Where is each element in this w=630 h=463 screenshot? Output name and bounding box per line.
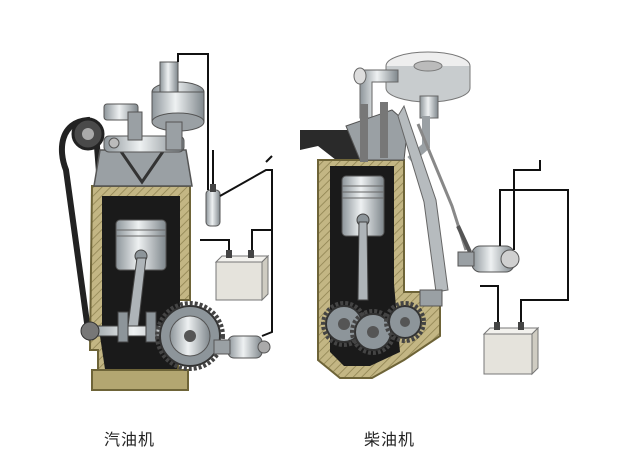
gasoline-engine xyxy=(58,53,273,391)
starter-motor-icon xyxy=(213,335,271,359)
starter-motor-icon xyxy=(457,245,520,273)
injection-pump-icon xyxy=(397,104,472,307)
air-filter-icon xyxy=(385,51,471,119)
gasoline-wiring xyxy=(177,53,273,337)
gasoline-engine-caption: 汽油机 xyxy=(104,430,156,449)
battery-icon xyxy=(214,250,270,302)
diesel-wiring xyxy=(480,160,569,322)
gear-train-icon xyxy=(321,301,426,355)
battery-icon xyxy=(482,322,540,376)
cylinder-head xyxy=(93,103,193,187)
flywheel-icon xyxy=(155,301,225,371)
diesel-engine-caption: 柴油机 xyxy=(364,430,416,449)
piston-icon xyxy=(115,219,167,329)
piston-icon xyxy=(341,175,385,301)
ignition-coil-icon xyxy=(205,184,221,227)
distributor-icon xyxy=(151,61,205,151)
diesel-engine xyxy=(300,51,569,379)
